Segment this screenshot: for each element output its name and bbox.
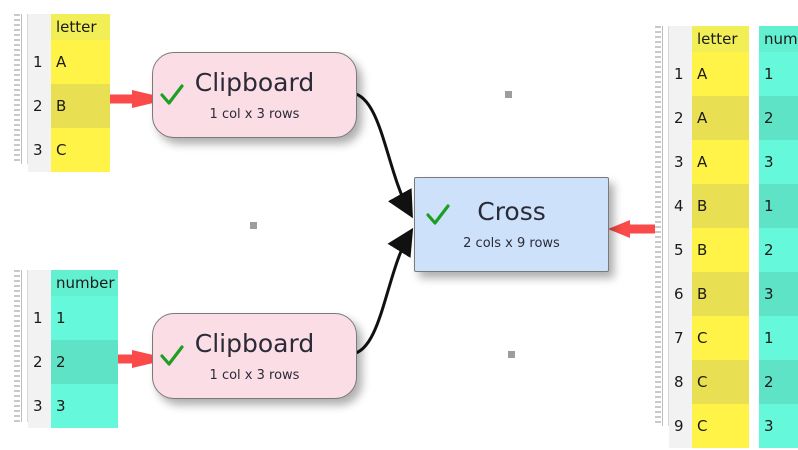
row-header[interactable]: 1 [669, 52, 692, 96]
connector-clipboard-top-to-cross [351, 91, 413, 219]
column-gap [749, 228, 759, 272]
cell-number[interactable]: 1 [51, 296, 118, 340]
table-row[interactable]: 7 C 1 [669, 316, 798, 360]
table-row[interactable]: 1 A [28, 40, 110, 84]
table-row[interactable]: 1 A 1 [669, 52, 798, 96]
table-row[interactable]: 6 B 3 [669, 272, 798, 316]
node-title: Clipboard [194, 328, 315, 358]
node-title: Cross [477, 197, 546, 226]
node-subtitle: 1 col x 3 rows [209, 106, 300, 122]
node-subtitle: 1 col x 3 rows [209, 367, 300, 383]
table-row[interactable]: 3 C [28, 128, 110, 172]
row-header[interactable]: 7 [669, 316, 692, 360]
table-corner [28, 14, 51, 40]
check-icon [160, 345, 184, 366]
table-row[interactable]: 2 B [28, 84, 110, 128]
column-gap [749, 26, 759, 52]
row-header[interactable]: 5 [669, 228, 692, 272]
column-gap [749, 272, 759, 316]
row-header[interactable]: 2 [669, 96, 692, 140]
column-header-number[interactable]: number [51, 270, 118, 296]
column-gap [749, 184, 759, 228]
cell-letter[interactable]: A [692, 52, 749, 96]
cell-letter[interactable]: B [692, 272, 749, 316]
column-gap [749, 140, 759, 184]
canvas-dot [505, 91, 512, 98]
row-header[interactable]: 3 [28, 128, 51, 172]
row-header[interactable]: 1 [28, 296, 51, 340]
row-header[interactable]: 8 [669, 360, 692, 404]
cell-number[interactable]: 3 [759, 140, 798, 184]
table-ruler-left [14, 270, 20, 422]
cell-number[interactable]: 1 [759, 52, 798, 96]
column-header-letter[interactable]: letter [692, 26, 749, 52]
cell-number[interactable]: 2 [759, 360, 798, 404]
table-row[interactable]: 2 2 [28, 340, 118, 384]
node-cross[interactable]: Cross 2 cols x 9 rows [414, 177, 609, 272]
cell-letter[interactable]: A [692, 96, 749, 140]
row-header[interactable]: 9 [669, 404, 692, 448]
cell-number[interactable]: 1 [759, 316, 798, 360]
row-header[interactable]: 2 [28, 340, 51, 384]
column-gap [749, 316, 759, 360]
table-scrollbar-left[interactable] [21, 270, 28, 422]
column-gap [749, 96, 759, 140]
cell-letter[interactable]: A [692, 140, 749, 184]
connector-clipboard-bottom-to-cross [351, 227, 414, 356]
row-header[interactable]: 3 [669, 140, 692, 184]
table-row[interactable]: 4 B 1 [669, 184, 798, 228]
row-header[interactable]: 4 [669, 184, 692, 228]
cell-number[interactable]: 2 [51, 340, 118, 384]
row-header[interactable]: 3 [28, 384, 51, 428]
number-input-table[interactable]: number 1 1 2 2 3 3 [14, 270, 118, 428]
cross-output-table[interactable]: letter number 1 A 1 2 A 2 3 A 3 [655, 26, 798, 448]
cell-number[interactable]: 3 [759, 404, 798, 448]
table-row[interactable]: 9 C 3 [669, 404, 798, 448]
cell-number[interactable]: 3 [759, 272, 798, 316]
column-header-letter[interactable]: letter [51, 14, 110, 40]
node-title: Clipboard [194, 67, 315, 97]
letter-input-table[interactable]: letter 1 A 2 B 3 C [14, 14, 110, 172]
cell-letter[interactable]: A [51, 40, 110, 84]
table-scrollbar-left[interactable] [662, 26, 669, 426]
cell-number[interactable]: 2 [759, 228, 798, 272]
cell-letter[interactable]: C [692, 316, 749, 360]
check-icon [160, 84, 184, 105]
table-ruler-left [14, 14, 20, 164]
cell-number[interactable]: 2 [759, 96, 798, 140]
cell-letter[interactable]: B [692, 228, 749, 272]
cell-letter[interactable]: B [51, 84, 110, 128]
node-clipboard-top[interactable]: Clipboard 1 col x 3 rows [152, 52, 357, 138]
cell-number[interactable]: 1 [759, 184, 798, 228]
column-header-number[interactable]: number [759, 26, 798, 52]
table-ruler-left [655, 26, 661, 426]
node-subtitle: 2 cols x 9 rows [463, 236, 560, 251]
table-scrollbar-left[interactable] [21, 14, 28, 164]
row-header[interactable]: 6 [669, 272, 692, 316]
table-row[interactable]: 2 A 2 [669, 96, 798, 140]
table-row[interactable]: 5 B 2 [669, 228, 798, 272]
table-row[interactable]: 3 A 3 [669, 140, 798, 184]
table-corner [28, 270, 51, 296]
cell-letter[interactable]: C [692, 360, 749, 404]
cell-letter[interactable]: C [51, 128, 110, 172]
cell-number[interactable]: 3 [51, 384, 118, 428]
table-row[interactable]: 8 C 2 [669, 360, 798, 404]
cell-letter[interactable]: B [692, 184, 749, 228]
cell-letter[interactable]: C [692, 404, 749, 448]
row-header[interactable]: 1 [28, 40, 51, 84]
column-gap [749, 404, 759, 448]
column-gap [749, 360, 759, 404]
row-header[interactable]: 2 [28, 84, 51, 128]
table-row[interactable]: 3 3 [28, 384, 118, 428]
canvas-dot [508, 351, 515, 358]
table-corner [669, 26, 692, 52]
table-row[interactable]: 1 1 [28, 296, 118, 340]
node-clipboard-bottom[interactable]: Clipboard 1 col x 3 rows [152, 313, 357, 399]
check-icon [426, 204, 450, 225]
column-gap [749, 52, 759, 96]
canvas-dot [250, 222, 257, 229]
